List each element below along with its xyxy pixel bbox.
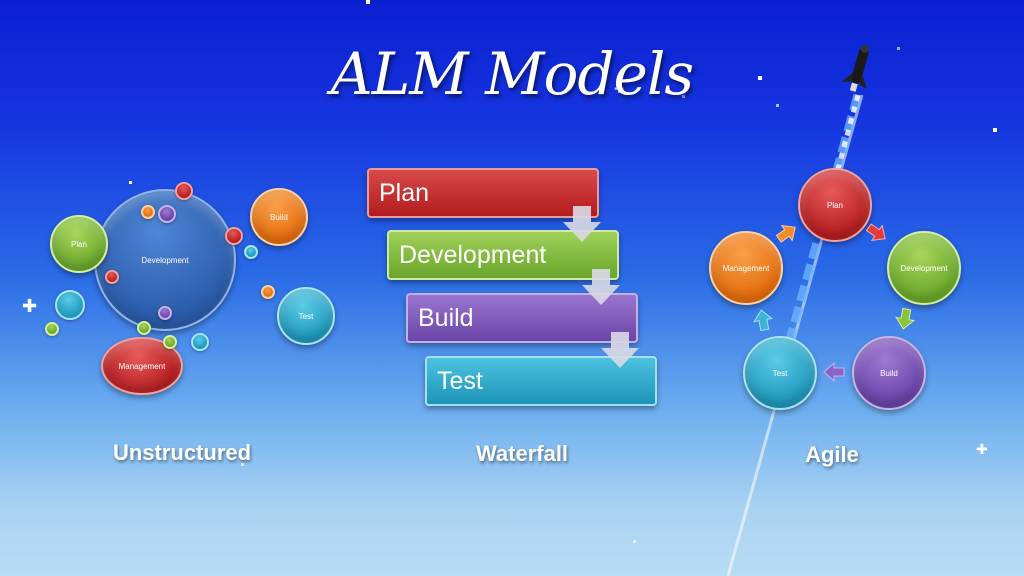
cycle-arrow-icon [895,308,916,330]
decorative-dot [163,335,177,349]
decorative-dot [45,322,59,336]
decorative-dot [261,285,275,299]
cycle-arrow-icon [775,224,796,243]
rocket-icon [842,44,869,92]
label-agile: Agile [805,442,859,467]
star-decoration [129,181,132,184]
star-decoration [682,95,685,98]
agile-node-build: Build [852,336,926,410]
sparkle-decoration: ✚ [976,442,988,458]
decorative-dot [191,333,209,351]
label-waterfall: Waterfall [475,441,569,466]
decorative-dot [244,245,258,259]
decorative-dot [158,205,176,223]
star-decoration [633,540,636,543]
sparkle-decoration: ✚ [22,296,38,317]
sparkle-decoration: ✚ [614,82,625,96]
cycle-arrow-icon [823,361,845,383]
decorative-dot [141,205,155,219]
down-arrow-icon [563,206,601,242]
star-decoration [993,128,997,132]
agile-node-test: Test [743,336,817,410]
decorative-dot [55,290,85,320]
star-decoration [897,47,900,50]
waterfall-step-plan: Plan [367,168,599,218]
star-decoration [366,0,370,4]
label-unstructured: Unstructured [112,440,252,465]
cycle-arrow-icon [753,309,774,331]
down-arrow-icon [582,269,620,305]
decorative-dot [175,182,193,200]
agile-node-management: Management [709,231,783,305]
agile-node-development: Development [887,231,961,305]
star-decoration [776,104,779,107]
agile-node-plan: Plan [798,168,872,242]
down-arrow-icon [601,332,639,368]
decorative-dot [158,306,172,320]
bubble-build: Build [250,188,308,246]
decorative-dot [137,321,151,335]
bubble-test: Test [277,287,335,345]
bubble-management: Management [101,337,183,395]
page-title: ALM Models [330,40,694,108]
decorative-dot [105,270,119,284]
cycle-arrow-icon [865,223,886,242]
star-decoration [758,76,762,80]
decorative-dot [225,227,243,245]
star-decoration [241,463,244,466]
bubble-plan: Plan [50,215,108,273]
